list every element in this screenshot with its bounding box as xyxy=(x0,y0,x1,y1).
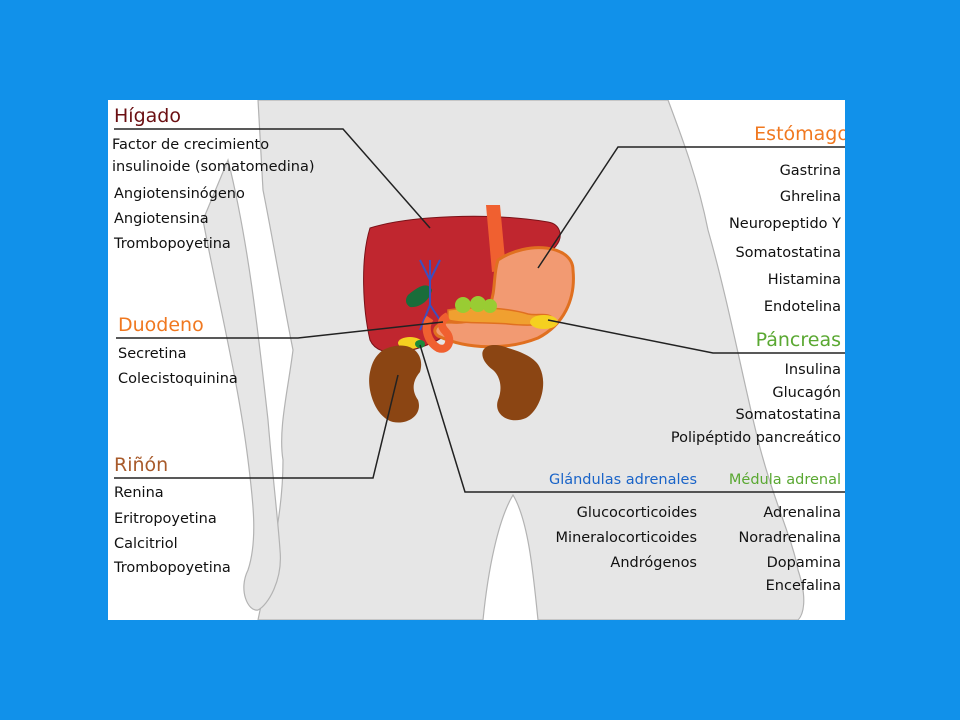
medulla-title: Médula adrenal xyxy=(728,472,841,488)
pancreas-title: Páncreas xyxy=(755,329,841,351)
medulla-item: Noradrenalina xyxy=(738,530,841,546)
liver-item: insulinoide (somatomedina) xyxy=(112,159,315,175)
medulla-item: Encefalina xyxy=(765,578,841,594)
stomach-item: Ghrelina xyxy=(779,189,841,205)
duodenum-shape xyxy=(422,312,454,353)
kidney-title: Riñón xyxy=(114,454,169,476)
liver-title: Hígado xyxy=(114,105,181,127)
pancreas-item: Insulina xyxy=(784,362,841,378)
leader-lines xyxy=(114,128,845,493)
kidney-right xyxy=(482,345,544,421)
kidney-item: Trombopoyetina xyxy=(114,560,231,576)
liver-item: Trombopoyetina xyxy=(114,236,231,252)
bile-ducts xyxy=(419,259,449,333)
duodenum-item: Secretina xyxy=(118,346,187,362)
diagram-panel: Hígado Factor de crecimiento insulinoide… xyxy=(108,100,845,620)
stomach-title: Estómago xyxy=(754,123,845,145)
esophagus-shape xyxy=(486,205,506,272)
adrenal-title: Glándulas adrenales xyxy=(548,472,697,488)
medulla-item: Adrenalina xyxy=(763,505,841,521)
stomach-item: Gastrina xyxy=(779,163,841,179)
pancreas-item: Glucagón xyxy=(772,385,841,401)
stomach-item: Histamina xyxy=(767,272,841,288)
adrenal-item: Mineralocorticoides xyxy=(555,530,697,546)
kidney-item: Calcitriol xyxy=(114,536,178,552)
stomach-item: Somatostatina xyxy=(735,245,841,261)
anatomy-illustration xyxy=(114,100,845,620)
pancreas-item: Somatostatina xyxy=(735,407,841,423)
kidney-item: Eritropoyetina xyxy=(114,511,217,527)
pancreas-item: Polipéptido pancreático xyxy=(670,430,841,446)
stomach-item: Endotelina xyxy=(763,299,841,315)
medulla-item: Dopamina xyxy=(766,555,841,571)
adrenal-item: Glucocorticoides xyxy=(576,505,697,521)
liver-item: Angiotensina xyxy=(114,211,209,227)
kidney-item: Renina xyxy=(114,485,164,501)
adrenal-item: Andrógenos xyxy=(610,555,697,571)
duodenum-title: Duodeno xyxy=(118,314,204,336)
liver-item: Angiotensinógeno xyxy=(114,186,245,202)
gallbladder-shape xyxy=(405,285,432,308)
stomach-item: Neuropeptido Y xyxy=(728,216,841,232)
duodenum-item: Colecistoquinina xyxy=(118,371,238,387)
liver-item: Factor de crecimiento xyxy=(112,137,270,153)
